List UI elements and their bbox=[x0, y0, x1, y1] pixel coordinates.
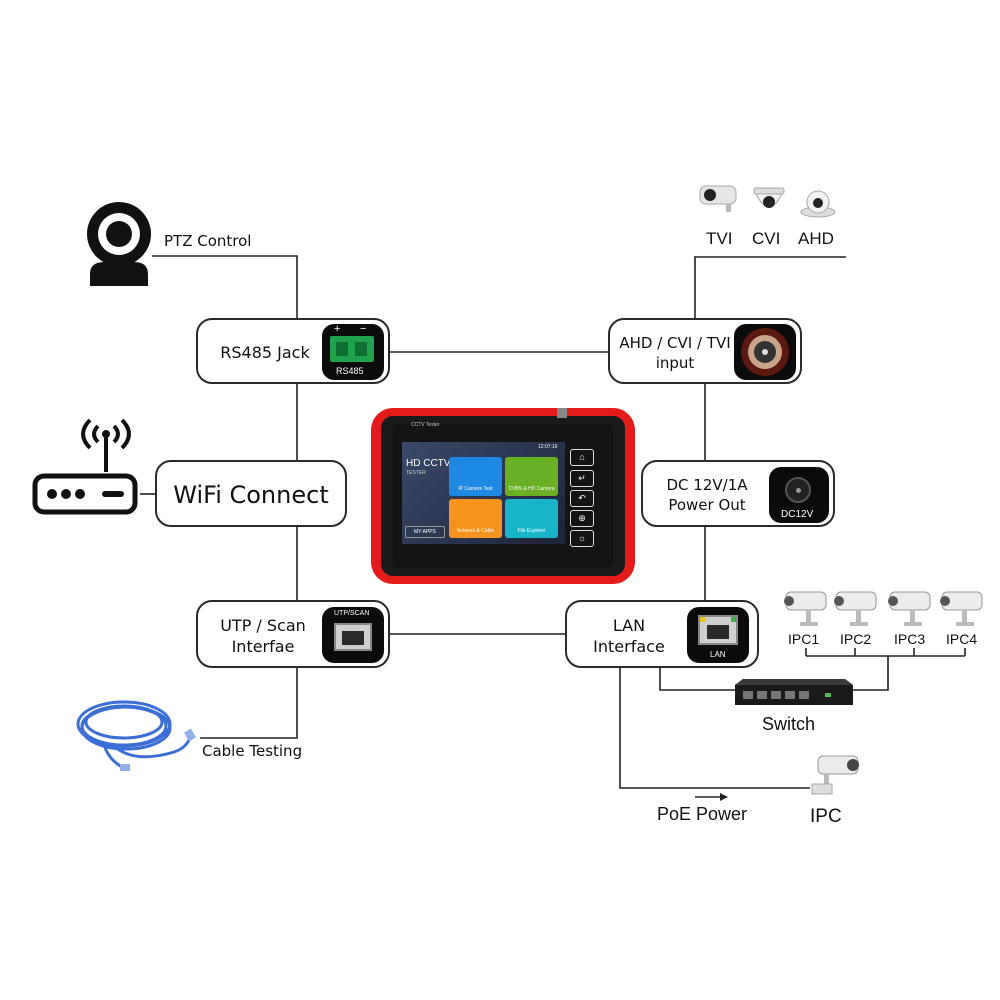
lan-line2: Interface bbox=[593, 637, 665, 656]
ahd-cameras-line bbox=[694, 256, 846, 318]
ptz-camera-icon bbox=[82, 200, 156, 286]
camera-type-ahd: AHD bbox=[798, 229, 834, 248]
enter-button[interactable]: ↵ bbox=[570, 470, 594, 487]
switch-ipc-line bbox=[853, 656, 889, 691]
cable-testing-label: Cable Testing bbox=[202, 742, 303, 760]
rs485-jack-label: RS485 Jack bbox=[220, 343, 310, 362]
lan-port: LAN bbox=[687, 607, 749, 663]
poe-line bbox=[619, 668, 810, 789]
dome-camera-icon bbox=[752, 186, 786, 218]
ptz-control-label: PTZ Control bbox=[164, 232, 252, 250]
dc-jack-port: DC12V bbox=[769, 467, 829, 523]
ahd-input-line1: AHD / CVI / TVI bbox=[619, 334, 731, 352]
poe-power-label: PoE Power bbox=[657, 804, 748, 824]
dc-jack-icon bbox=[785, 477, 811, 503]
home-button[interactable]: ⌂ bbox=[570, 449, 594, 466]
turret-camera-icon bbox=[800, 188, 836, 218]
ahd-cvi-tvi-input-box: AHD / CVI / TVI input bbox=[608, 318, 802, 384]
wifi-connect-box: WiFi Connect bbox=[155, 460, 347, 527]
ipc2-label: IPC2 bbox=[840, 631, 872, 647]
tester-screen: 12:07:16 HD CCTV TESTER MY APPS IP Camer… bbox=[402, 442, 565, 544]
app-file-explorer[interactable]: File Explorer bbox=[505, 499, 558, 538]
tester-brand: CCTV Tester bbox=[411, 422, 440, 428]
utp-scan-box: UTP / Scan Interfae UTP/SCAN bbox=[196, 600, 390, 668]
utp-line2: Interfae bbox=[231, 637, 295, 656]
network-cable-icon bbox=[74, 694, 200, 772]
cctv-tester-device: CCTV Tester 12:07:16 HD CCTV TESTER MY A… bbox=[371, 408, 635, 584]
dc-power-out-box: DC 12V/1A Power Out DC12V bbox=[641, 460, 835, 527]
my-apps-button[interactable]: MY APPS bbox=[405, 526, 445, 538]
camera-type-tvi: TVI bbox=[706, 229, 733, 248]
ipc2-camera-icon bbox=[830, 586, 880, 628]
ipc1-label: IPC1 bbox=[788, 631, 820, 647]
zoom-button[interactable]: ⊕ bbox=[570, 510, 594, 527]
tester-time: 12:07:16 bbox=[538, 444, 558, 450]
wifi-connect-label: WiFi Connect bbox=[173, 481, 329, 509]
utp-line1: UTP / Scan bbox=[220, 616, 306, 635]
rj45-icon bbox=[334, 623, 372, 651]
tester-subtitle: TESTER bbox=[406, 470, 426, 476]
poe-ipc-label: IPC bbox=[810, 806, 842, 827]
terminal-block-icon bbox=[330, 336, 374, 362]
app-cvbs-hd-camera[interactable]: CVBS & HD Camera bbox=[505, 457, 558, 496]
lan-interface-box: LAN Interface LAN bbox=[565, 600, 759, 668]
bnc-port-icon bbox=[734, 324, 796, 380]
app-network-cable[interactable]: Network & Cable bbox=[449, 499, 502, 538]
back-button[interactable]: ↶ bbox=[570, 490, 594, 507]
utp-port: UTP/SCAN bbox=[322, 607, 384, 663]
lan-rj45-icon bbox=[698, 615, 738, 645]
ipc3-camera-icon bbox=[884, 586, 934, 628]
wifi-router-icon bbox=[32, 408, 138, 516]
rs485-port: + − RS485 bbox=[322, 323, 384, 380]
ipc3-label: IPC3 bbox=[894, 631, 926, 647]
utp-cable-line bbox=[200, 668, 298, 739]
ipc4-label: IPC4 bbox=[946, 631, 978, 647]
dc-out-line1: DC 12V/1A bbox=[666, 476, 748, 494]
rs485-jack-box: RS485 Jack + − RS485 bbox=[196, 318, 390, 384]
lan-port-text: LAN bbox=[710, 650, 726, 659]
poe-ipc-camera-icon bbox=[808, 752, 860, 796]
ptz-line bbox=[152, 255, 298, 318]
lan-switch-line bbox=[659, 668, 735, 691]
dc-out-line2: Power Out bbox=[668, 496, 746, 514]
tester-title: HD CCTV bbox=[406, 458, 451, 469]
network-switch-icon bbox=[733, 677, 855, 709]
utp-port-text: UTP/SCAN bbox=[334, 610, 370, 617]
lan-line1: LAN bbox=[612, 616, 646, 635]
bullet-camera-icon bbox=[698, 183, 740, 213]
app-ip-camera-test[interactable]: IP Camera Test bbox=[449, 457, 502, 496]
dc-port-text: DC12V bbox=[781, 509, 814, 520]
light-button[interactable]: ☼ bbox=[570, 530, 594, 547]
ipc1-camera-icon bbox=[780, 586, 830, 628]
ahd-input-line2: input bbox=[655, 354, 695, 372]
ipc4-camera-icon bbox=[936, 586, 986, 628]
switch-label: Switch bbox=[762, 714, 816, 734]
camera-type-cvi: CVI bbox=[752, 229, 781, 248]
rs485-port-text: RS485 bbox=[336, 366, 364, 376]
